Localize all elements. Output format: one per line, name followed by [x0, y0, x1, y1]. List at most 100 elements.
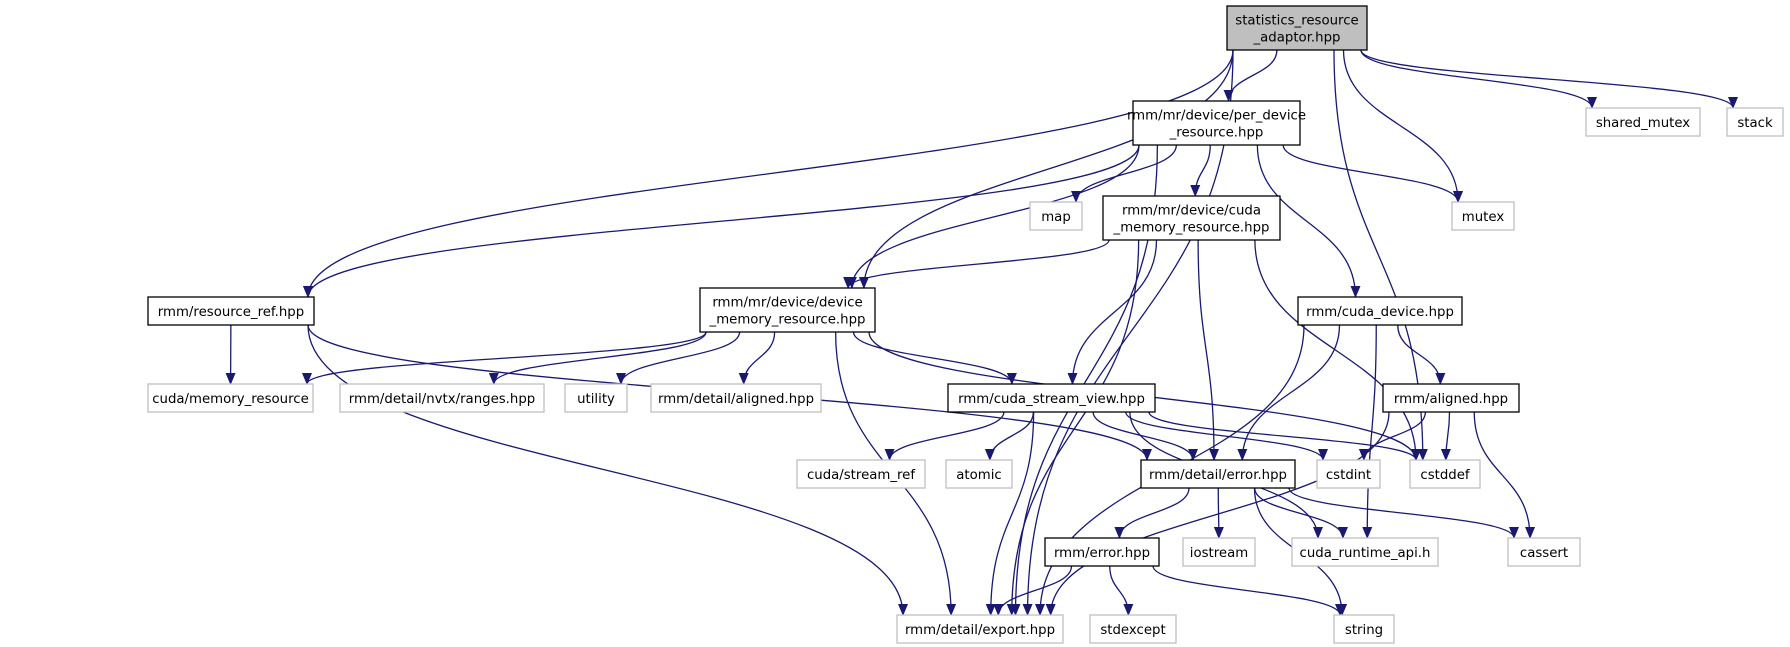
edge-detail_error-to-iostream	[1213, 487, 1224, 539]
node-cuda-stream-view[interactable]: rmm/cuda_stream_view.hpp	[947, 383, 1156, 413]
node-cuda-runtime-api: cuda_runtime_api.h	[1291, 537, 1439, 567]
node-rmm-error[interactable]: rmm/error.hpp	[1044, 537, 1160, 567]
node-label: cuda/memory_resource	[152, 392, 309, 407]
edge-statistics-to-mutex	[1342, 49, 1463, 203]
nodes: statistics_resource_adaptor.hpp rmm/mr/de…	[147, 5, 1784, 644]
node-label: cuda/stream_ref	[807, 468, 915, 483]
node-label: cstddef	[1420, 468, 1470, 483]
node-box	[147, 296, 315, 326]
node-stdexcept: stdexcept	[1089, 614, 1177, 644]
node-label: rmm/detail/export.hpp	[905, 623, 1055, 638]
edge-statistics-to-shared_mutex	[1360, 49, 1597, 109]
node-label: cuda_runtime_api.h	[1300, 546, 1431, 561]
node-box	[896, 614, 1064, 644]
edge-statistics-to-stack	[1360, 49, 1738, 109]
node-box	[1029, 201, 1083, 231]
node-cuda-device[interactable]: rmm/cuda_device.hpp	[1297, 296, 1463, 326]
edge-cuda_device-to-cuda_runtime_api	[1362, 324, 1377, 539]
node-per-device[interactable]: rmm/mr/device/per_device_resource.hpp	[1127, 100, 1306, 146]
node-label: _memory_resource.hpp	[709, 313, 866, 328]
edge-rmm_aligned-to-cstddef	[1440, 411, 1451, 461]
node-utility: utility	[564, 383, 628, 413]
edges	[225, 49, 1738, 616]
node-label: rmm/resource_ref.hpp	[158, 305, 304, 320]
node-box	[339, 383, 545, 413]
edge-per_device-to-device_mr	[846, 144, 1140, 289]
node-label: rmm/cuda_stream_view.hpp	[958, 392, 1145, 407]
node-label: cstdint	[1326, 468, 1371, 483]
node-box	[945, 459, 1013, 489]
edge-device_mr-to-cuda_stream_view	[852, 331, 1017, 385]
node-map: map	[1029, 201, 1083, 231]
edge-cuda_stream_view-to-cstddef	[1148, 411, 1421, 461]
edge-device_mr-to-utility	[616, 331, 741, 385]
edge-detail_error-to-cassert	[1288, 487, 1519, 539]
node-box	[796, 459, 926, 489]
edge-rmm_error-to-export	[993, 565, 1073, 616]
edge-resource_ref-to-export	[307, 324, 908, 616]
node-box	[1382, 383, 1520, 413]
edge-device_mr-to-cuda_memory_resource	[302, 331, 707, 385]
edge-detail_error-to-cuda_runtime_api	[1254, 487, 1348, 539]
node-cuda-mr[interactable]: rmm/mr/device/cuda _memory_resource.hpp	[1102, 195, 1281, 241]
node-box	[1726, 107, 1784, 137]
edge-cuda_mr-to-cstddef	[1254, 239, 1421, 461]
node-label: _adaptor.hpp	[1253, 31, 1341, 46]
node-iostream: iostream	[1182, 537, 1256, 567]
edge-cuda_device-to-rmm_aligned	[1397, 324, 1446, 385]
node-box	[650, 383, 822, 413]
node-export: rmm/detail/export.hpp	[896, 614, 1064, 644]
node-detail-error[interactable]: rmm/detail/error.hpp	[1140, 459, 1296, 489]
node-box	[1409, 459, 1481, 489]
node-box	[1089, 614, 1177, 644]
node-resource-ref[interactable]: rmm/resource_ref.hpp	[147, 296, 315, 326]
node-box	[947, 383, 1156, 413]
node-label: rmm/aligned.hpp	[1394, 392, 1508, 407]
edge-rmm_aligned-to-export	[1045, 411, 1390, 616]
node-box	[699, 287, 876, 333]
node-rmm-aligned[interactable]: rmm/aligned.hpp	[1382, 383, 1520, 413]
edge-per_device-to-cuda_mr	[1190, 144, 1211, 197]
node-label: rmm/mr/device/device	[712, 296, 862, 311]
edge-cuda_stream_view-to-export	[985, 411, 1035, 616]
node-string: string	[1333, 614, 1395, 644]
edge-rmm_aligned-to-cassert	[1473, 411, 1536, 539]
node-label: iostream	[1190, 546, 1248, 561]
node-label: atomic	[956, 468, 1001, 483]
node-label: rmm/cuda_device.hpp	[1306, 305, 1454, 320]
edge-rmm_error-to-string	[1152, 565, 1345, 616]
edge-cuda_stream_view-to-cstdint	[1125, 411, 1328, 461]
node-box	[1044, 537, 1160, 567]
node-cstdint: cstdint	[1316, 459, 1381, 489]
node-box	[1507, 537, 1581, 567]
node-label: rmm/mr/device/per_device	[1127, 109, 1306, 124]
node-label: rmm/error.hpp	[1054, 546, 1150, 561]
node-box	[1182, 537, 1256, 567]
node-label: rmm/mr/device/cuda	[1122, 204, 1261, 219]
node-label: _memory_resource.hpp	[1113, 221, 1270, 236]
node-label: rmm/detail/error.hpp	[1149, 468, 1287, 483]
edge-cuda_stream_view-to-detail_error	[1092, 411, 1198, 461]
node-box	[1316, 459, 1381, 489]
node-device-mr[interactable]: rmm/mr/device/device _memory_resource.hpp	[699, 287, 876, 333]
node-cuda-stream-ref: cuda/stream_ref	[796, 459, 926, 489]
node-label: rmm/detail/aligned.hpp	[658, 392, 814, 407]
node-label: utility	[577, 392, 615, 407]
node-detail-aligned: rmm/detail/aligned.hpp	[650, 383, 822, 413]
edge-statistics-to-resource_ref	[303, 49, 1234, 298]
node-label: mutex	[1462, 210, 1505, 225]
edge-detail_error-to-rmm_error	[1114, 487, 1190, 539]
node-box	[1140, 459, 1296, 489]
node-label: cassert	[1520, 546, 1568, 561]
node-box	[147, 383, 314, 413]
node-statistics[interactable]: statistics_resource_adaptor.hpp	[1226, 5, 1368, 51]
node-mutex: mutex	[1451, 201, 1515, 231]
node-label: map	[1041, 210, 1071, 225]
edge-cuda_stream_view-to-atomic	[984, 411, 1035, 461]
node-atomic: atomic	[945, 459, 1013, 489]
edge-per_device-to-mutex	[1282, 144, 1463, 203]
node-shared-mutex: shared_mutex	[1585, 107, 1701, 137]
node-box	[1102, 195, 1281, 241]
edge-cuda_mr-to-detail_error	[1197, 239, 1220, 461]
